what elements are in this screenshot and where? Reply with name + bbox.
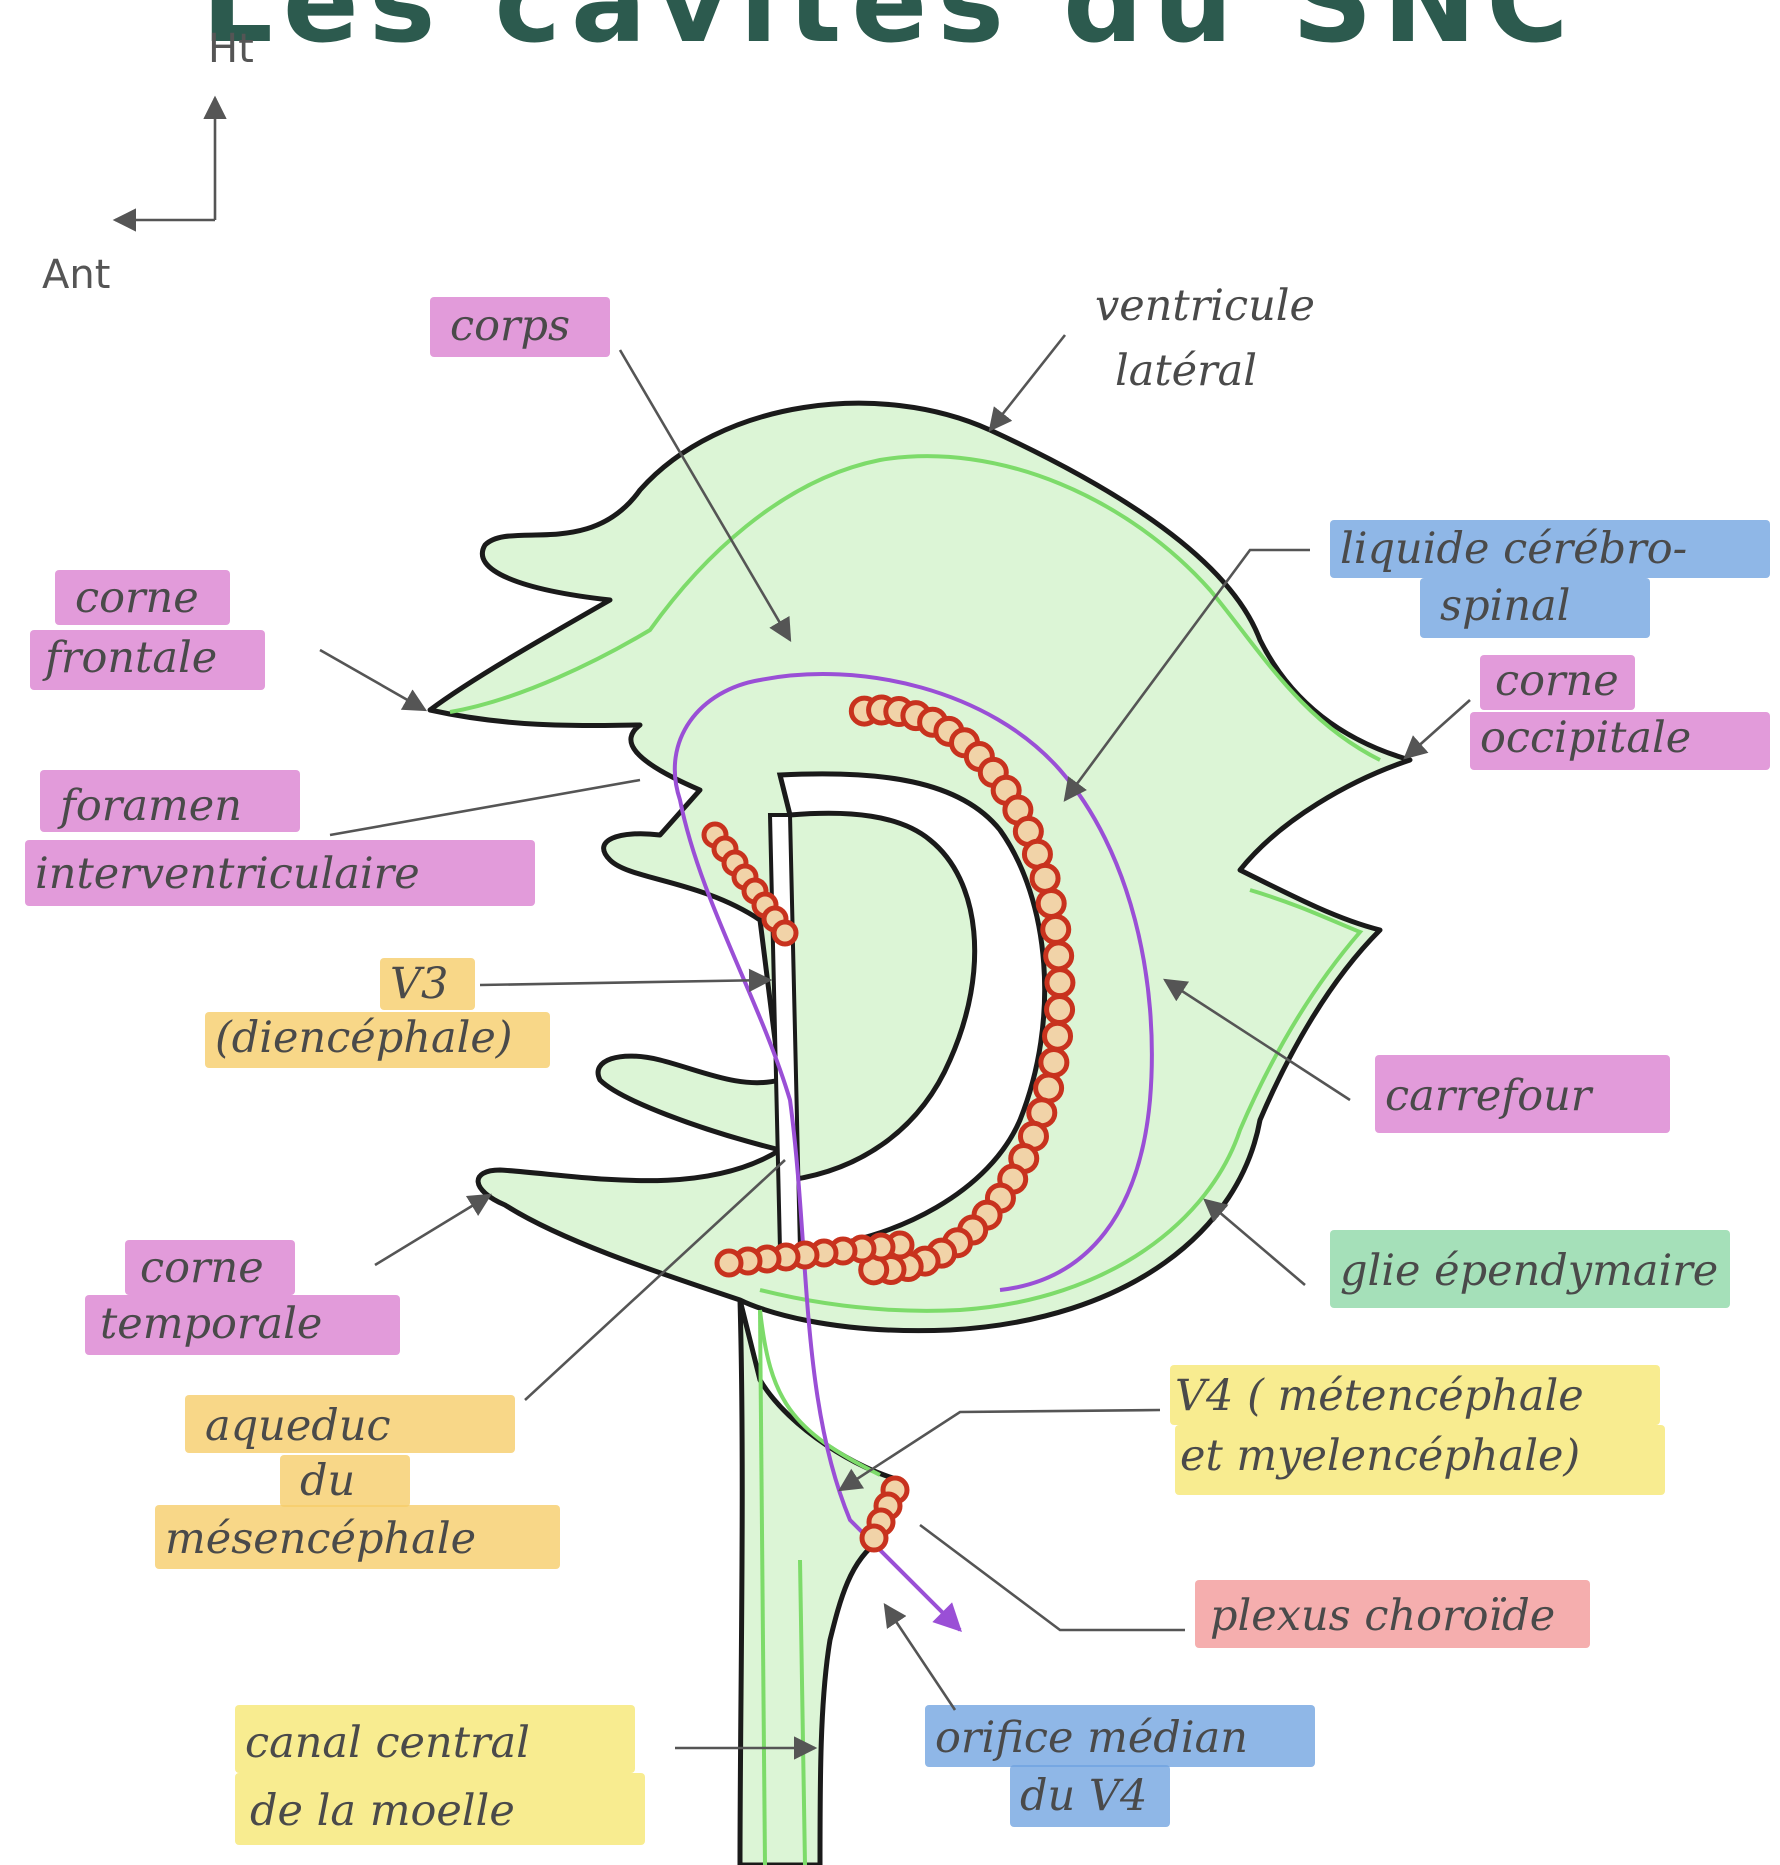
svg-text:V3: V3: [390, 959, 448, 1009]
svg-text:de la moelle: de la moelle: [250, 1786, 515, 1836]
svg-text:carrefour: carrefour: [1385, 1071, 1594, 1121]
label-foramen-interventriculaire: foramen interventriculaire: [25, 770, 640, 906]
svg-text:aqueduc: aqueduc: [205, 1401, 391, 1451]
label-canal-central: canal central de la moelle: [235, 1705, 815, 1845]
choroid-plexus-bead: [862, 1526, 886, 1550]
svg-text:temporale: temporale: [100, 1299, 322, 1349]
svg-text:V4 ( métencéphale: V4 ( métencéphale: [1175, 1371, 1584, 1421]
svg-text:du: du: [300, 1456, 355, 1506]
superior-axis-label: Ht: [208, 26, 254, 72]
label-corne-frontale: corne frontale: [30, 570, 425, 710]
svg-text:foramen: foramen: [57, 781, 242, 831]
choroid-plexus-bead: [1047, 970, 1073, 996]
svg-text:canal central: canal central: [245, 1718, 530, 1768]
choroid-plexus-bead: [1043, 916, 1069, 942]
label-corne-temporale: corne temporale: [85, 1195, 490, 1355]
svg-text:frontale: frontale: [42, 633, 217, 683]
svg-text:corne: corne: [75, 573, 199, 623]
choroid-plexus-bead: [717, 1251, 741, 1275]
svg-text:corne: corne: [140, 1243, 264, 1293]
label-ventricule-lateral: ventricule latéral: [990, 281, 1315, 430]
choroid-plexus-bead: [774, 922, 796, 944]
svg-text:orifice médian: orifice médian: [935, 1713, 1248, 1763]
svg-text:glie épendymaire: glie épendymaire: [1340, 1246, 1718, 1296]
label-v3: V3 (diencéphale): [205, 958, 770, 1068]
orientation-axes: Ht Ant: [42, 26, 254, 298]
svg-text:spinal: spinal: [1440, 581, 1570, 631]
svg-text:corne: corne: [1495, 656, 1619, 706]
choroid-plexus-bead: [1047, 997, 1073, 1023]
svg-text:occipitale: occipitale: [1480, 713, 1691, 763]
label-corne-occipitale: corne occipitale: [1405, 655, 1770, 770]
svg-text:(diencéphale): (diencéphale): [215, 1013, 513, 1063]
choroid-plexus-bead: [1046, 943, 1072, 969]
svg-text:ventricule: ventricule: [1095, 281, 1315, 331]
svg-text:latéral: latéral: [1115, 346, 1257, 396]
svg-text:mésencéphale: mésencéphale: [165, 1514, 476, 1564]
choroid-plexus-bead: [1045, 1023, 1071, 1049]
svg-text:plexus choroïde: plexus choroïde: [1210, 1591, 1555, 1641]
label-plexus-choroide: plexus choroïde: [920, 1525, 1590, 1648]
choroid-plexus-bead: [1041, 1049, 1067, 1075]
svg-text:du V4: du V4: [1020, 1771, 1147, 1821]
svg-text:corps: corps: [450, 301, 570, 351]
choroid-plexus-bead: [1036, 1075, 1062, 1101]
svg-text:liquide cérébro-: liquide cérébro-: [1340, 524, 1687, 574]
label-glie-ependymaire: glie épendymaire: [1205, 1200, 1730, 1308]
label-v4: V4 ( métencéphale et myelencéphale): [840, 1365, 1665, 1495]
anterior-axis-label: Ant: [42, 252, 110, 298]
svg-text:interventriculaire: interventriculaire: [35, 849, 420, 899]
svg-text:et myelencéphale): et myelencéphale): [1180, 1431, 1580, 1481]
choroid-plexus-bead: [1038, 890, 1064, 916]
choroid-plexus-bead: [1032, 865, 1058, 891]
